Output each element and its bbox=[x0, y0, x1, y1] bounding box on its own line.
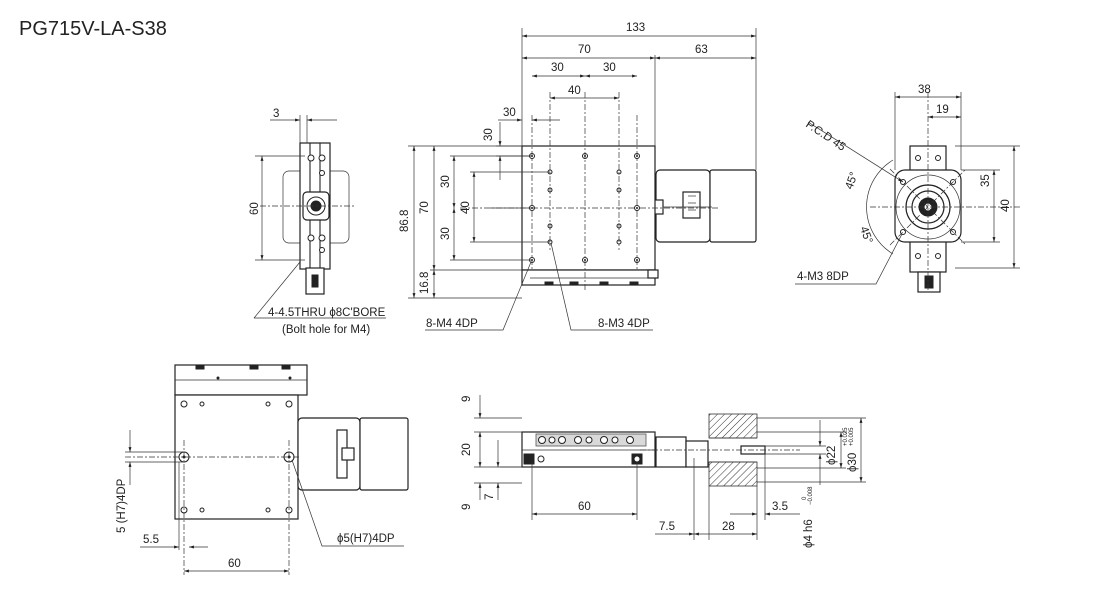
bottom-dim-5h7: 5 (H7)4DP bbox=[116, 478, 128, 533]
bottom-dim-5-5: 5.5 bbox=[143, 534, 159, 546]
side-dim-45a: 45° bbox=[844, 171, 861, 191]
top-dim-86-8: 86.8 bbox=[399, 210, 411, 232]
elev-dim-phi4-tol-top: 0 bbox=[802, 496, 808, 500]
side-note-m3: 4-M3 8DP bbox=[797, 271, 849, 283]
elev-dim-7: 7 bbox=[484, 494, 496, 500]
side-dim-38: 38 bbox=[918, 84, 931, 96]
front-note-bolt-size: (Bolt hole for M4) bbox=[282, 324, 370, 336]
top-dim-63: 63 bbox=[695, 44, 708, 56]
side-dim-35: 35 bbox=[980, 174, 992, 187]
top-dim-30-vert: 30 bbox=[483, 128, 495, 141]
front-view: 3 60 4-4.5THRU ϕ8C'BORE (Bolt hole for M… bbox=[249, 108, 386, 336]
elev-dim-phi4-tol-bot: −0.008 bbox=[808, 486, 814, 505]
elevation-view: 9 20 9 7 60 7.5 28 3.5 ϕ22 ϕ30 +0.025 +0… bbox=[461, 395, 866, 548]
elev-dim-20: 20 bbox=[461, 443, 473, 456]
elev-dim-7-5: 7.5 bbox=[659, 521, 675, 533]
top-dim-70: 70 bbox=[578, 44, 591, 56]
top-dim-30-left: 30 bbox=[503, 107, 516, 119]
top-dim-40-vert: 40 bbox=[460, 201, 472, 214]
elev-dim-9b: 9 bbox=[461, 504, 473, 510]
top-note-m4: 8-M4 4DP bbox=[426, 318, 478, 330]
bottom-view: 5 (H7)4DP 5.5 60 ϕ5(H7)4DP bbox=[116, 364, 409, 575]
elev-dim-9a: 9 bbox=[461, 396, 473, 402]
elev-dim-3-5: 3.5 bbox=[772, 501, 788, 513]
front-note-bolt-hole: 4-4.5THRU ϕ8C'BORE bbox=[268, 307, 386, 319]
side-dim-pcd: P.C.D 45 bbox=[803, 119, 847, 154]
side-dim-19: 19 bbox=[936, 104, 949, 116]
top-dim-30a: 30 bbox=[551, 62, 564, 74]
top-view: 133 70 63 30 30 40 30 30 86.8 bbox=[399, 22, 757, 331]
top-dim-16-8: 16.8 bbox=[419, 272, 431, 294]
front-dim-3: 3 bbox=[273, 108, 279, 120]
top-dim-133: 133 bbox=[626, 22, 645, 34]
elev-dim-28: 28 bbox=[722, 521, 735, 533]
top-note-m3: 8-M3 4DP bbox=[598, 318, 650, 330]
top-dim-70-vert: 70 bbox=[419, 201, 431, 214]
drawing-title: PG715V-LA-S38 bbox=[19, 18, 167, 40]
elev-dim-phi30-tol-bot: +0.005 bbox=[849, 427, 855, 446]
front-dim-60: 60 bbox=[249, 202, 261, 215]
bottom-note-h7: ϕ5(H7)4DP bbox=[337, 533, 395, 545]
top-dim-30b: 30 bbox=[603, 62, 616, 74]
elev-dim-60: 60 bbox=[578, 501, 591, 513]
side-view: 38 19 35 40 P.C.D 45 45° 45° 4-M3 8DP bbox=[795, 84, 1020, 293]
elev-dim-phi30: ϕ30 bbox=[847, 453, 859, 472]
elev-dim-phi30-tol-top: +0.025 bbox=[843, 427, 849, 446]
bottom-dim-60: 60 bbox=[228, 558, 241, 570]
elev-dim-phi4: ϕ4 h6 bbox=[803, 519, 815, 548]
top-dim-30-vert2: 30 bbox=[440, 175, 452, 188]
side-dim-45b: 45° bbox=[857, 225, 874, 245]
top-dim-40: 40 bbox=[568, 85, 581, 97]
top-dim-30-vert3: 30 bbox=[440, 227, 452, 240]
side-dim-40: 40 bbox=[1000, 199, 1012, 212]
elev-dim-phi22: ϕ22 bbox=[826, 446, 838, 465]
